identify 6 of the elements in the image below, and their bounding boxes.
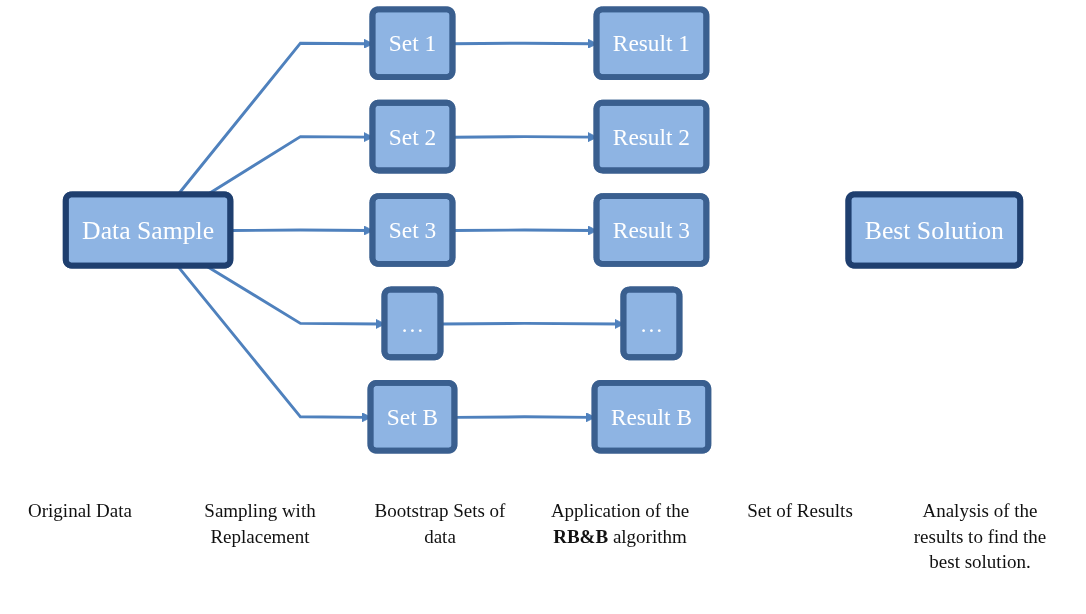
caption-text: Original Data: [27, 499, 133, 523]
caption-text: Analysis of the results to find the best solution.: [912, 499, 1048, 575]
caption-text: Sampling with Replacement: [203, 499, 317, 549]
caption-text: Bootstrap Sets of data: [373, 499, 507, 549]
caption-text: Set of Results: [746, 499, 854, 523]
caption-text: Application of the RB&B algorithm: [549, 499, 691, 549]
